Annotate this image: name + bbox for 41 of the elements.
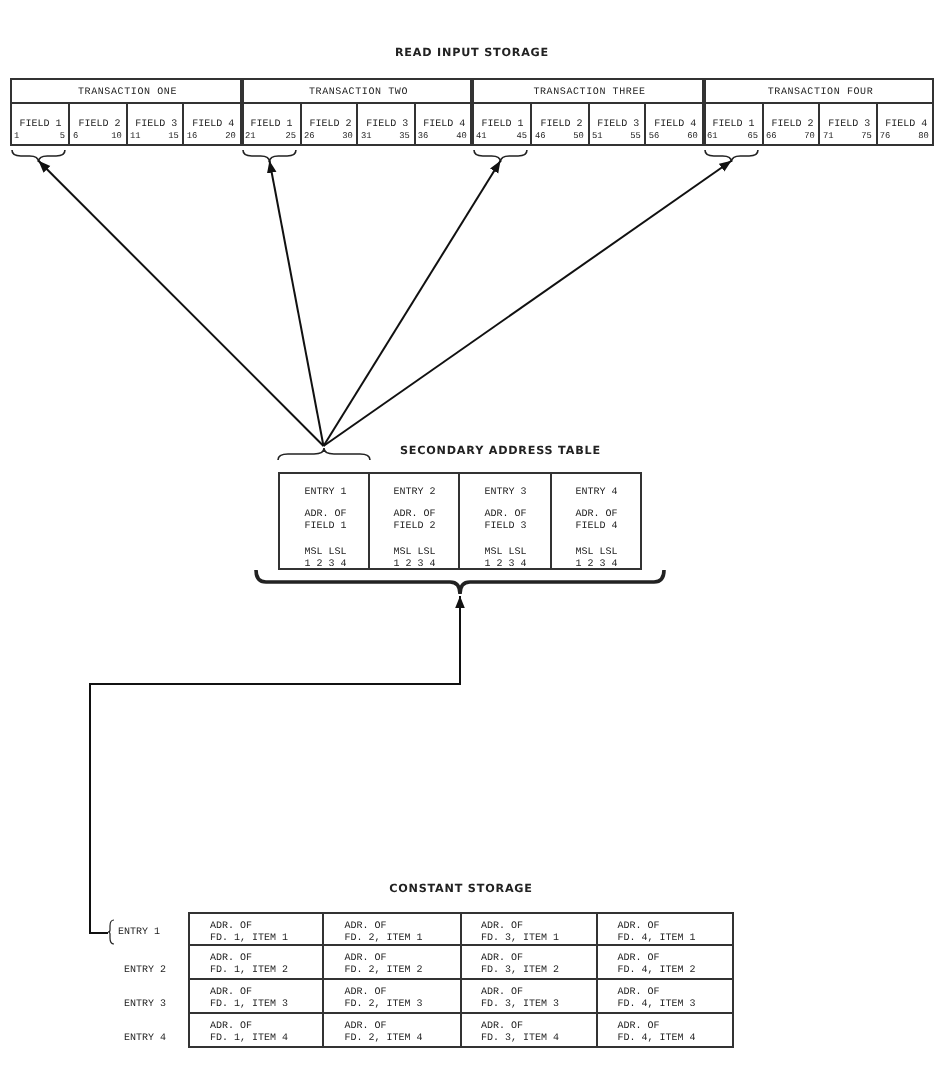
- field-cell: [875, 102, 933, 145]
- table-cell: [461, 946, 598, 980]
- field-cell: [356, 102, 414, 145]
- field-cell: [182, 102, 240, 145]
- field-cell: [299, 102, 357, 145]
- table-cell: [597, 912, 734, 946]
- transaction-box: [703, 78, 934, 146]
- table-cell: [188, 946, 325, 980]
- table-cell: [597, 980, 734, 1014]
- table-cell: [188, 980, 325, 1014]
- field-cell: [644, 102, 702, 145]
- table-cell: [461, 912, 598, 946]
- transaction-box: [10, 78, 241, 146]
- field-cell: [587, 102, 645, 145]
- table-entry-box: [369, 472, 460, 570]
- field-cell: [761, 102, 819, 145]
- table-cell: [597, 1014, 734, 1048]
- table-cell: [188, 1014, 325, 1048]
- table-entry-box: [278, 472, 369, 570]
- table-cell: [324, 980, 461, 1014]
- field-cell: [68, 102, 126, 145]
- transaction-box: [241, 78, 472, 146]
- field-cell: [413, 102, 471, 145]
- arrow: [267, 159, 325, 447]
- field-cell: [818, 102, 876, 145]
- field-cell: [530, 102, 588, 145]
- field-cell: [125, 102, 183, 145]
- table-entry-box: [551, 472, 642, 570]
- table-cell: [324, 1014, 461, 1048]
- arrow: [89, 595, 465, 934]
- table-cell: [461, 1014, 598, 1048]
- table-cell: [188, 912, 325, 946]
- table-cell: [324, 912, 461, 946]
- table-entry-box: [460, 472, 551, 570]
- arrow: [37, 159, 325, 447]
- table-cell: [461, 980, 598, 1014]
- table-cell: [324, 946, 461, 980]
- arrow: [322, 159, 502, 447]
- table-cell: [597, 946, 734, 980]
- transaction-box: [472, 78, 703, 146]
- arrow: [322, 159, 733, 447]
